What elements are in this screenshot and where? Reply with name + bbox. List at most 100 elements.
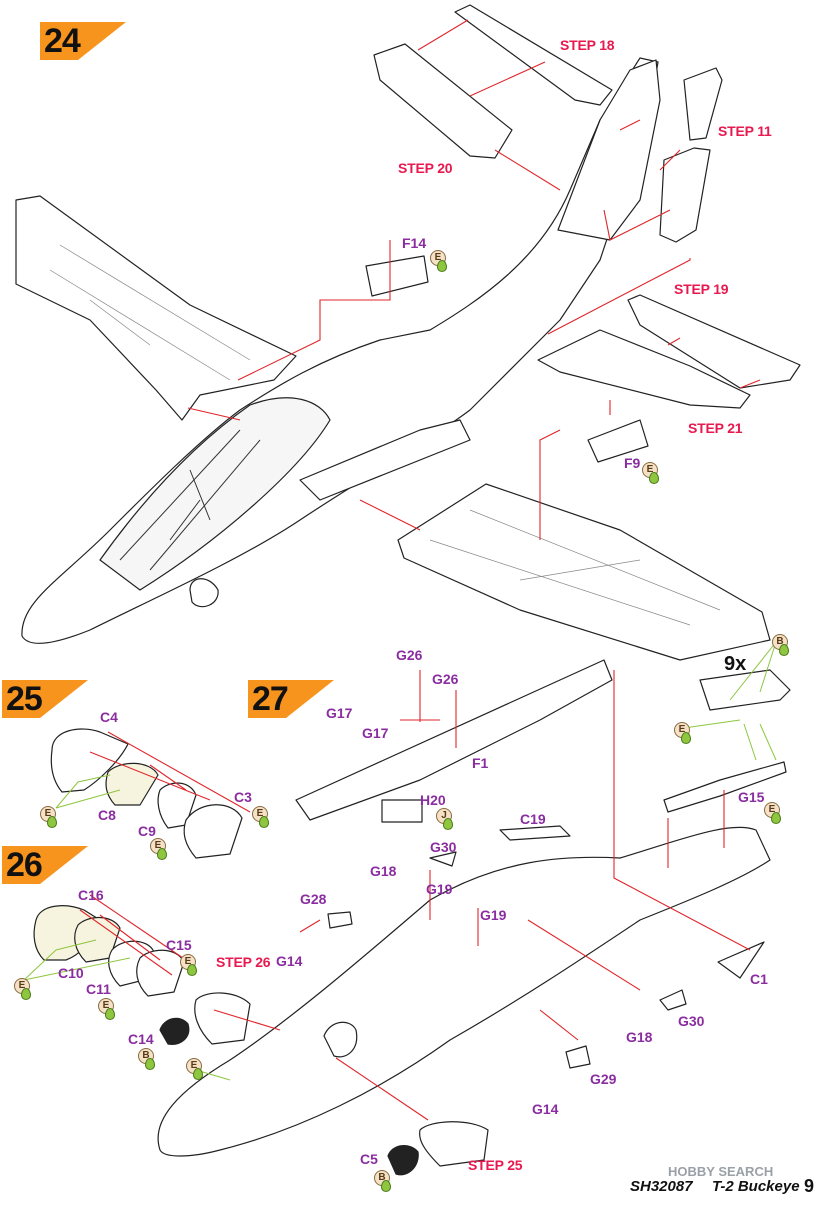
part-label-c15: C15: [166, 937, 192, 953]
quantity-9x: 9x: [724, 653, 747, 675]
product-code: SH32087: [630, 1178, 693, 1195]
color-code-e-c8: E: [40, 806, 57, 828]
color-code-e-c15: E: [180, 954, 197, 976]
fin-step11-a: [683, 67, 723, 141]
color-code-e-bracket: E: [674, 722, 691, 744]
part-label-c8: C8: [98, 807, 116, 823]
part-label-g18-b: G18: [626, 1029, 653, 1045]
intake: [189, 578, 219, 608]
part-label-c5: C5: [360, 1151, 378, 1167]
part-label-g14-a: G14: [276, 953, 303, 969]
ref-step-19: STEP 19: [674, 281, 729, 297]
part-label-g14-b: G14: [532, 1101, 559, 1117]
c14-ring: [159, 1017, 190, 1045]
stab-step18-a: [454, 4, 613, 106]
g29-part: [565, 1045, 591, 1069]
part-label-c1: C1: [750, 971, 768, 987]
color-code-e-g15: E: [764, 802, 781, 824]
f1-panel: [295, 659, 613, 821]
g30b-part: [659, 989, 687, 1011]
stab-step21: [537, 329, 751, 409]
c4-inlet: [50, 728, 129, 793]
c5-ring: [387, 1145, 419, 1176]
part-label-g17-b: G17: [362, 725, 389, 741]
part-label-g30-a: G30: [430, 839, 457, 855]
color-code-e-c10: E: [14, 978, 31, 1000]
part-label-f1: F1: [472, 755, 489, 771]
part-label-c11: C11: [86, 981, 111, 997]
part-label-g26-b: G26: [432, 671, 459, 687]
part-label-c10: C10: [58, 965, 84, 981]
stab-step19: [627, 294, 801, 389]
step-24-flag: [40, 22, 126, 60]
part-label-h20: H20: [420, 792, 446, 808]
color-code-e-f9: E: [642, 462, 659, 484]
c3-part: [183, 804, 243, 859]
ref-step-21: STEP 21: [688, 420, 743, 436]
guide-lines: [79, 19, 761, 1121]
part-label-c19: C19: [520, 811, 546, 827]
part-label-c14: C14: [128, 1031, 154, 1047]
ref-step-20: STEP 20: [398, 160, 453, 176]
part-label-c9: C9: [138, 823, 156, 839]
part-label-g28: G28: [300, 891, 327, 907]
right-wing: [397, 483, 771, 661]
page-number: 9: [804, 1176, 815, 1196]
step25-tube: [419, 1121, 489, 1167]
g15-part: [663, 761, 787, 813]
color-code-e-c9: E: [150, 838, 167, 860]
stab-step20: [373, 43, 513, 159]
step-26-flag: [2, 846, 88, 884]
part-label-g26-a: G26: [396, 647, 423, 663]
color-code-e-c11: E: [98, 998, 115, 1020]
step-27-number: 27: [252, 680, 289, 718]
g28-part: [327, 911, 353, 929]
c8-part: [105, 762, 159, 806]
lower-fuselage: [157, 826, 771, 1157]
part-label-g17-a: G17: [326, 705, 353, 721]
watermark: HOBBY SEARCH: [668, 1164, 774, 1179]
c1-part: [717, 941, 765, 979]
part-label-c3: C3: [234, 789, 252, 805]
part-label-g19-a: G19: [426, 881, 453, 897]
ref-step-11: STEP 11: [718, 123, 772, 139]
part-label-c16: C16: [78, 887, 104, 903]
h20-part: [381, 799, 423, 823]
part-label-g15: G15: [738, 789, 765, 805]
color-code-e-f14: E: [430, 250, 447, 272]
part-label-g30-b: G30: [678, 1013, 705, 1029]
lower-intake: [323, 1021, 358, 1058]
step26-tube: [194, 992, 251, 1045]
part-f14: [365, 255, 429, 297]
step-25-number: 25: [6, 680, 43, 718]
nacelle: [299, 419, 471, 501]
color-code-b-bracket: B: [772, 634, 789, 656]
part-label-c4: C4: [100, 709, 118, 725]
vertical-tail: [557, 59, 661, 241]
part-label-g19-b: G19: [480, 907, 507, 923]
step-25-flag: [2, 680, 88, 718]
step-27-flag: [248, 680, 334, 718]
part-f9: [587, 419, 649, 463]
part-label-f14: F14: [402, 235, 427, 251]
part-label-g29: G29: [590, 1071, 617, 1087]
g30a-part: [429, 851, 457, 867]
part-label-f9: F9: [624, 455, 641, 471]
step-24-number: 24: [44, 22, 81, 60]
product-name: T-2 Buckeye: [712, 1178, 800, 1195]
color-code-e-canopy: E: [186, 1058, 203, 1080]
c15-part: [136, 949, 185, 997]
part-label-g18-a: G18: [370, 863, 397, 879]
color-code-j-h20: J: [436, 808, 453, 830]
color-code-b-c14: B: [138, 1048, 155, 1070]
ref-step-25: STEP 25: [468, 1157, 523, 1173]
left-wing: [15, 195, 297, 421]
color-code-e-c3: E: [252, 806, 269, 828]
bracket-9x: [699, 669, 791, 711]
ref-step-18: STEP 18: [560, 37, 615, 53]
step-26-number: 26: [6, 846, 43, 884]
c19-part: [499, 825, 571, 841]
fin-step11-b: [659, 147, 711, 243]
